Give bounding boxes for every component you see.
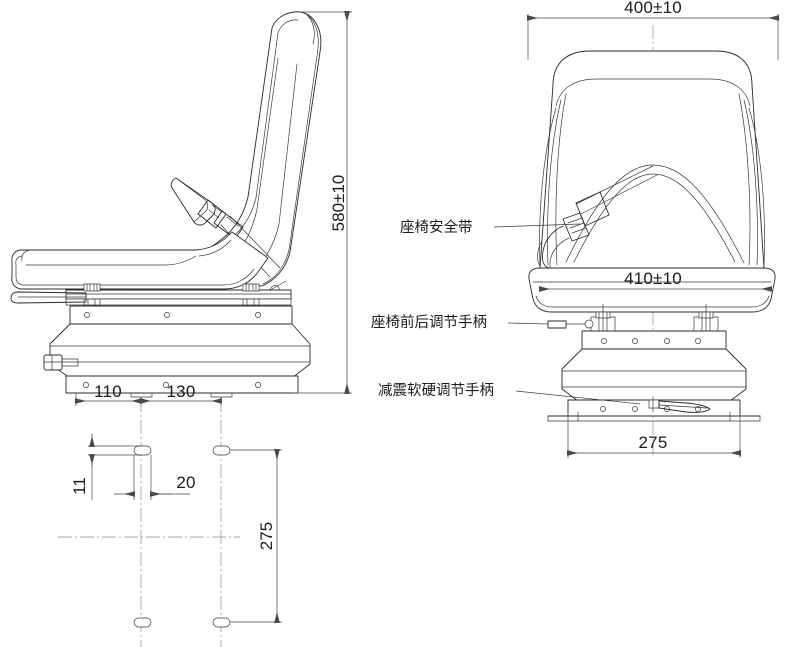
front-suspension-body xyxy=(561,348,747,405)
dimension-mount-spacing: 110 130 xyxy=(75,382,222,647)
side-suspension-body xyxy=(49,323,311,379)
callout-seat-belt: 座椅安全带 xyxy=(400,218,581,236)
front-seat-belt xyxy=(537,165,658,269)
dimension-label-plan-275: 275 xyxy=(257,522,276,550)
side-upper-base-plate xyxy=(69,305,293,325)
plan-slot-bottom-right xyxy=(212,617,231,628)
callout-label-damper: 减震软硬调节手柄 xyxy=(378,382,494,399)
side-elevation-view xyxy=(10,11,322,398)
base-plan-view: 11 20 275 xyxy=(58,434,282,628)
dimension-slot-width-20: 20 xyxy=(114,455,195,500)
callout-damper-handle: 减震软硬调节手柄 xyxy=(378,382,641,405)
front-upper-base-plate xyxy=(581,330,727,350)
dimension-width-400: 400±10 xyxy=(527,0,779,60)
callout-label-fore-aft: 座椅前后调节手柄 xyxy=(371,314,487,331)
callout-label-seat-belt: 座椅安全带 xyxy=(400,218,473,236)
front-bracket-left xyxy=(590,303,616,341)
dimension-label-11: 11 xyxy=(70,477,89,495)
plan-slot-top-left xyxy=(133,445,152,456)
dimension-label-front-275: 275 xyxy=(639,433,668,452)
dimension-base-width-275: 275 xyxy=(567,413,741,458)
rail-bolt-cluster-right xyxy=(242,283,260,306)
dimension-label-height: 580±10 xyxy=(329,175,348,232)
rail-bolt-cluster-left xyxy=(83,283,101,306)
dimension-label-20: 20 xyxy=(176,473,195,492)
plan-slot-top-right xyxy=(212,445,231,456)
dimension-slot-height-11: 11 xyxy=(70,434,142,500)
front-seat-back xyxy=(539,50,765,269)
side-seat-cushion xyxy=(11,231,269,290)
dimension-width-410: 410±10 xyxy=(539,269,772,292)
plan-slot-bottom-left xyxy=(133,617,152,628)
dimension-label-130: 130 xyxy=(167,382,196,401)
dimension-height-580: 580±10 xyxy=(292,11,352,394)
dimension-label-110: 110 xyxy=(94,382,122,401)
side-lower-base-plate xyxy=(65,375,299,398)
side-fore-aft-handle xyxy=(10,291,87,304)
dimension-plan-depth-275: 275 xyxy=(230,449,282,623)
dimension-label-410: 410±10 xyxy=(624,269,682,288)
plan-slot-holes xyxy=(133,445,231,628)
side-damper-handle xyxy=(43,354,79,371)
front-fore-aft-handle xyxy=(547,319,594,329)
callout-fore-aft-handle: 座椅前后调节手柄 xyxy=(371,314,549,331)
front-elevation-view xyxy=(528,25,776,455)
dimension-label-400: 400±10 xyxy=(624,0,682,17)
front-damper-handle xyxy=(648,396,711,413)
